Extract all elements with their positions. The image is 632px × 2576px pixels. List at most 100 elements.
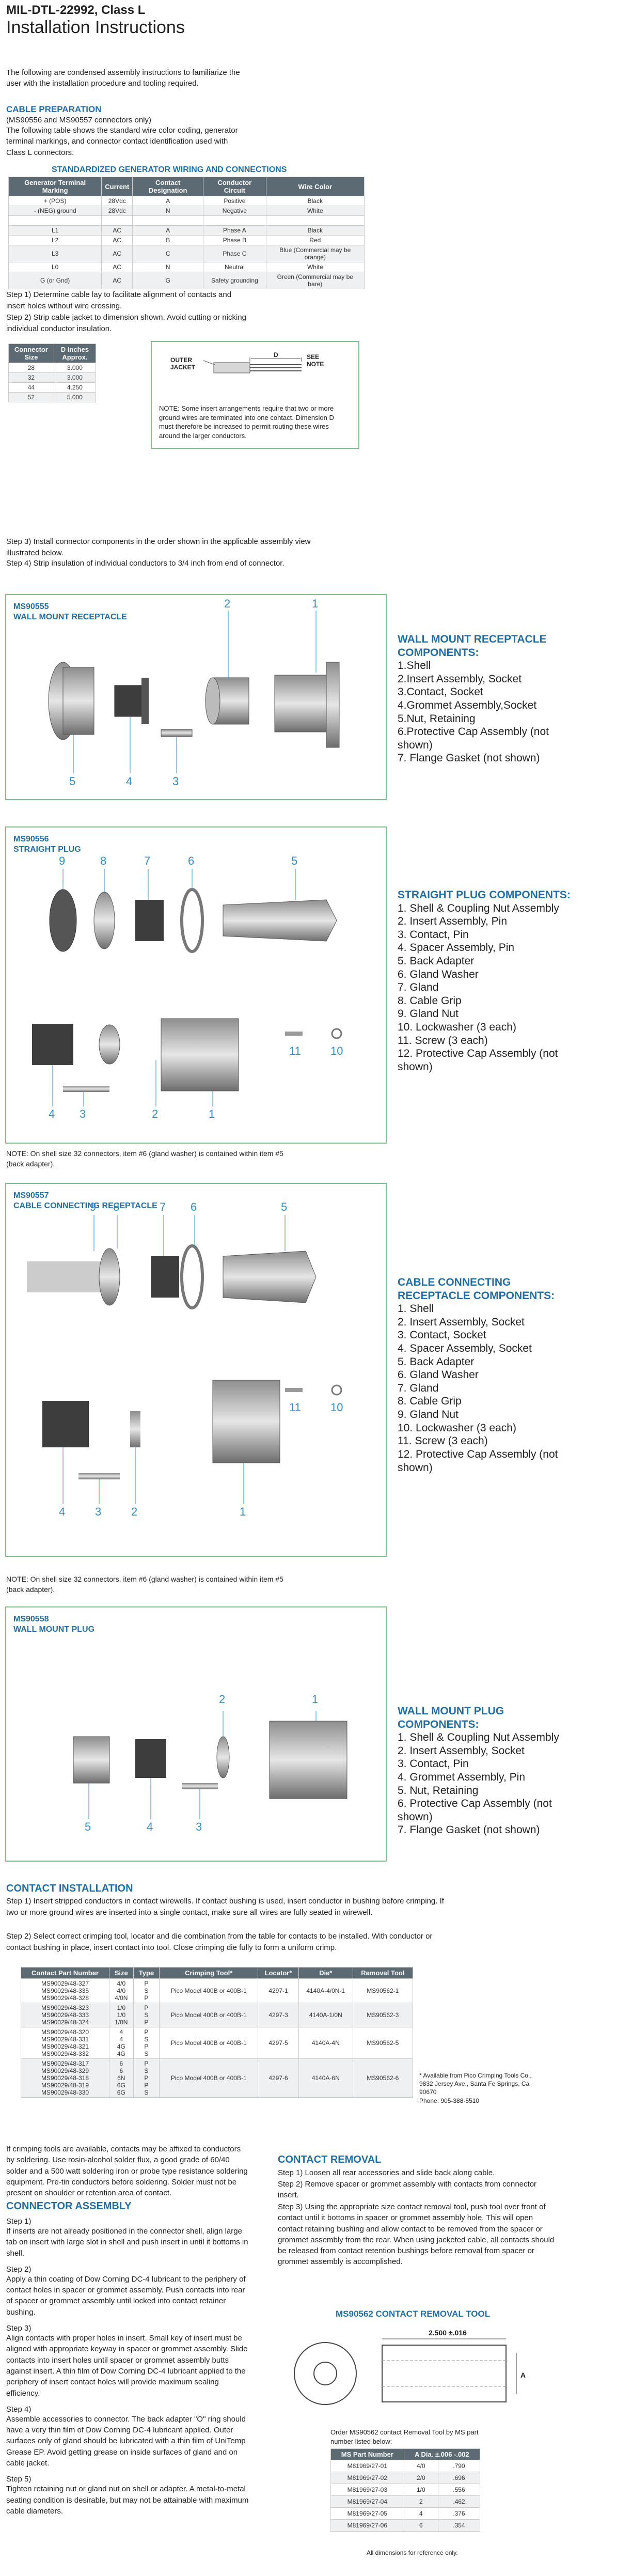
list-item: 5. Back Adapter [398,955,475,967]
table-cell: L1 [8,225,102,236]
table-row [8,215,365,226]
table-cell: M81969/27-04 [330,2495,404,2508]
assembly-step-text: Tighten retaining nut or gland nut on sh… [6,2485,249,2516]
table-cell: N [132,262,204,272]
assembly-step: Step 5)Tighten retaining nut or gland nu… [6,2475,249,2517]
table-cell-line: S [144,2050,149,2057]
table-cell [203,215,266,226]
table-cell: AC [101,225,133,236]
table-cell-line: MS90029/48-321 [41,2043,89,2050]
ms90557-callout-1: 1 [240,1505,246,1518]
ms90556-callout-3: 3 [80,1107,86,1120]
contact-install-step-2: Step 2) Select correct crimping tool, lo… [6,1932,433,1952]
crimp-footnote-text: * Available from Pico Crimping Tools Co.… [419,2072,532,2096]
jacket-diagram-box: OUTER JACKET D SEE NOTE NOTE: Some inser… [151,341,359,449]
list-item: 8. Cable Grip [398,994,462,1007]
gen-table-header: Generator Terminal Marking [8,177,102,196]
ms90555-components: WALL MOUNT RECEPTACLE COMPONENTS: 1.Shel… [398,633,573,765]
ms90558-name: WALL MOUNT PLUG [13,1625,95,1634]
table-cell-line: 1/0N [115,2019,128,2026]
crimp-table-header: Removal Tool [352,1967,414,1979]
assembly-step-label: Step 3) [6,2324,31,2333]
list-item: 5.Nut, Retaining [398,712,476,725]
ms90556-callout-4: 4 [49,1107,55,1120]
ms90557-code: MS90557 [13,1191,49,1200]
table-cell-line: P [144,2074,149,2082]
dim-table-header: Connector Size [8,344,54,363]
table-cell: M81969/27-05 [330,2507,404,2520]
table-cell-line: 4/0 [117,1987,126,1994]
table-cell: .354 [437,2519,481,2532]
list-item: 7. Gland [398,1382,439,1394]
table-cell-line: MS90029/48-332 [41,2050,89,2057]
list-item: 2. Insert Assembly, Pin [398,915,508,928]
table-cell-line: P [144,2028,149,2036]
ms90557-note: NOTE: On shell size 32 connectors, item … [6,1575,283,1594]
list-item: 3. Contact, Socket [398,1329,486,1341]
crimp-table-header: Type [133,1967,160,1979]
ms90556-exploded-view [32,869,342,1106]
table-cell: 4/0 [403,2460,438,2472]
table-cell-line: 6 [119,2067,123,2074]
ms90557-callout-6: 6 [191,1200,197,1213]
ms90555-callout-1: 1 [312,597,319,610]
contact-removal-step-1: Step 1) Loosen all rear accessories and … [278,2168,495,2177]
table-cell: 28Vdc [101,206,133,216]
assembly-step: Step 3)Align contacts with proper holes … [6,2324,249,2399]
list-item: 12. Protective Cap Assembly (not shown) [398,1048,558,1073]
table-cell-line: S [144,1987,149,1994]
table-cell-line: MS90029/48-333 [41,2011,89,2019]
crimp-tool-cell: Pico Model 400B or 400B-1 [159,2027,259,2059]
list-item: 11. Screw (3 each) [398,1435,488,1447]
jacket-diagram [203,357,302,373]
ms90557-callout-7: 7 [160,1200,166,1213]
step-4-text: Step 4) Strip insulation of individual c… [6,559,285,568]
ms90557-components: CABLE CONNECTING RECEPTACLE COMPONENTS: … [398,1276,573,1474]
ms90557-list-title: CABLE CONNECTING RECEPTACLE COMPONENTS: [398,1276,555,1302]
see-note-label: SEE NOTE [307,353,324,368]
table-cell-line: MS90029/48-324 [41,2019,89,2026]
list-item: 6. Gland Washer [398,968,479,980]
solder-paragraph: If crimping tools are available, contact… [6,2145,248,2198]
ms90558-list-title: WALL MOUNT PLUG COMPONENTS: [398,1705,504,1730]
table-cell: .696 [437,2472,481,2484]
table-cell-line: 4G [117,2043,125,2050]
table-cell-line: MS90029/48-331 [41,2036,89,2043]
ms90557-callout-2: 2 [131,1505,138,1518]
table-cell-line: 4/0N [115,1994,128,2002]
assembly-step-label: Step 1) [6,2217,31,2226]
table-cell: M81969/27-01 [330,2460,404,2472]
removal-tool-footer: All dimensions for reference only. [367,2549,458,2556]
table-cell: N [132,206,204,216]
step-2-text: Step 2) Strip cable jacket to dimension … [6,313,246,333]
assembly-step-label: Step 2) [6,2265,31,2274]
table-cell: Positive [203,196,266,206]
removal-tool-title: MS90562 CONTACT REMOVAL TOOL [336,2309,491,2319]
table-cell: - (NEG) ground [8,206,102,216]
table-cell [8,215,102,226]
table-cell-line: MS90029/48-328 [41,1994,89,2002]
list-item: 1. Shell & Coupling Nut Assembly [398,902,559,914]
assembly-step-text: Assemble accessories to connector. The b… [6,2414,246,2468]
list-item: 7. Flange Gasket (not shown) [398,1824,540,1836]
table-cell [265,215,365,226]
gen-table-header: Current [101,177,133,196]
table-cell: 4 [403,2507,438,2520]
table-cell: AC [101,235,133,245]
table-cell: 52 [8,392,54,402]
list-item: 2.Insert Assembly, Socket [398,673,522,685]
